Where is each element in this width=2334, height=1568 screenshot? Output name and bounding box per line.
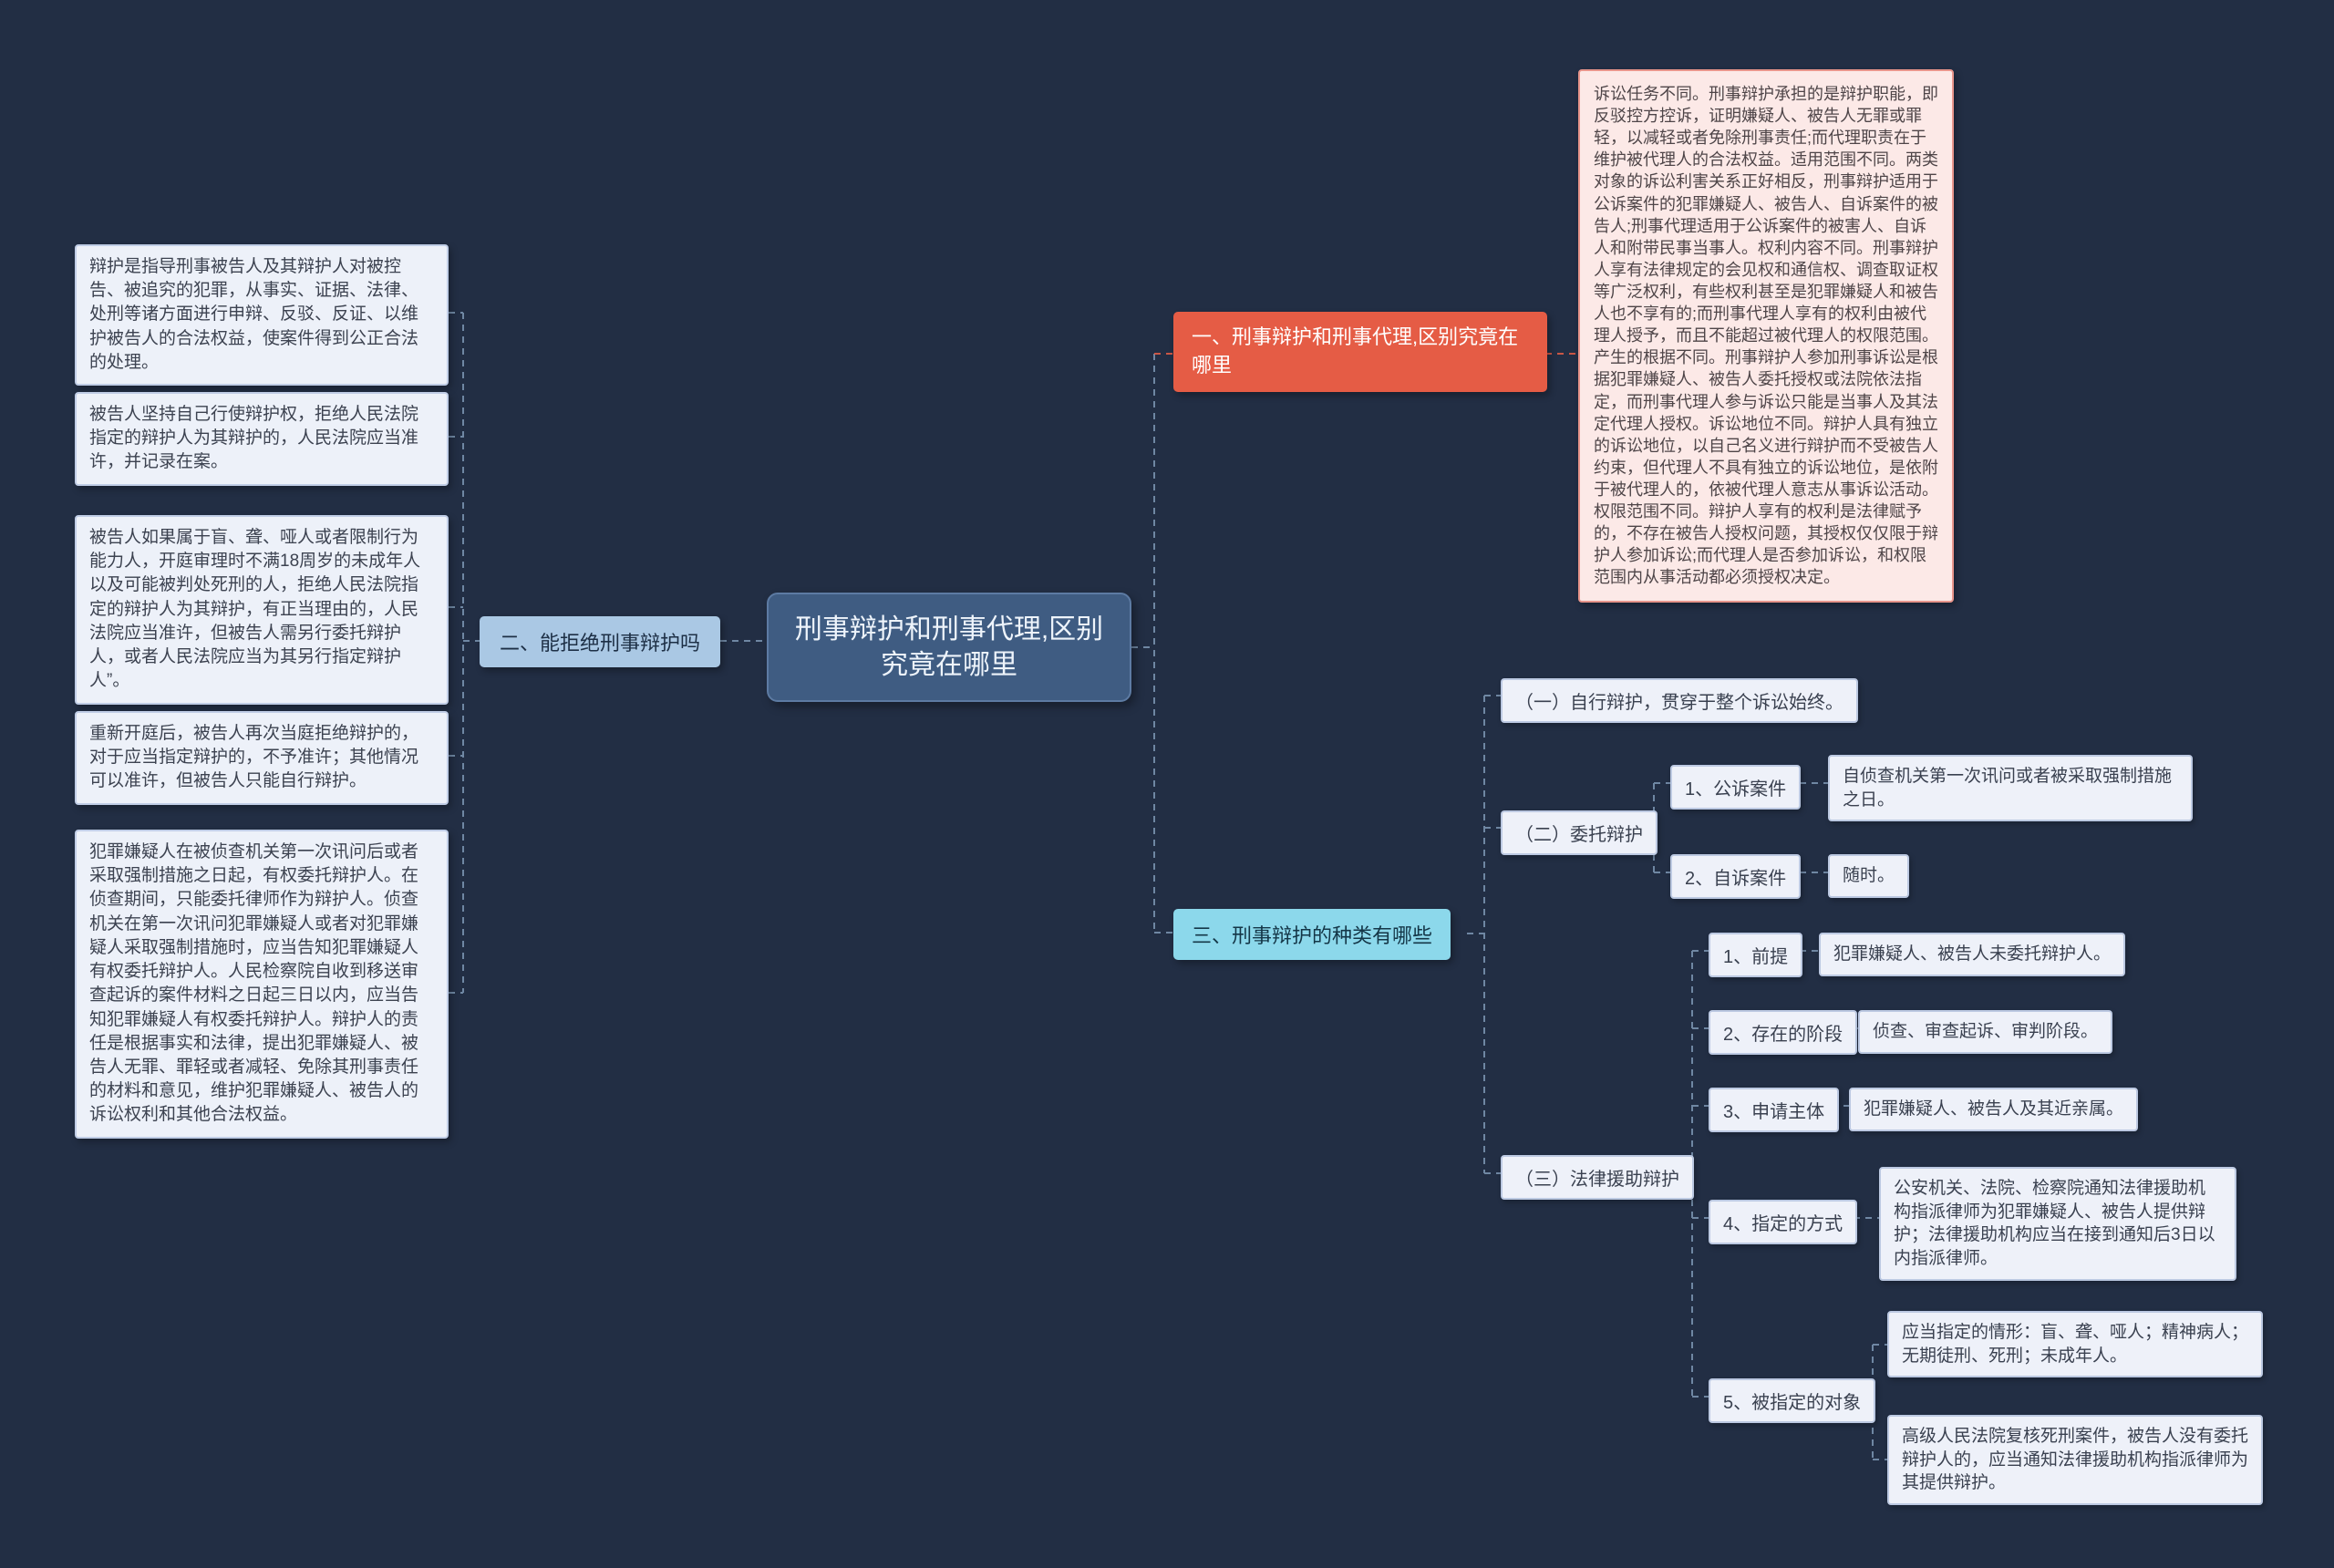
- public-case-detail[interactable]: 自侦查机关第一次讯问或者被采取强制措施之日。: [1828, 755, 2193, 822]
- legal-aid-premise-detail[interactable]: 犯罪嫌疑人、被告人未委托辩护人。: [1819, 933, 2126, 976]
- branch-two-node[interactable]: 二、能拒绝刑事辩护吗: [480, 616, 721, 667]
- branch-three-node[interactable]: 三、刑事辩护的种类有哪些: [1173, 909, 1451, 960]
- private-case-node[interactable]: 2、自诉案件: [1670, 854, 1802, 899]
- legal-aid-target-detail[interactable]: 应当指定的情形：盲、聋、哑人；精神病人；无期徒刑、死刑；未成年人。: [1887, 1311, 2263, 1378]
- note-box[interactable]: 重新开庭后，被告人再次当庭拒绝辩护的，对于应当指定辩护的，不予准许；其他情况可以…: [75, 711, 449, 805]
- legal-aid-stage-detail[interactable]: 侦查、审查起诉、审判阶段。: [1858, 1010, 2113, 1054]
- legal-aid-stage-node[interactable]: 2、存在的阶段: [1709, 1010, 1858, 1055]
- branch-one-node[interactable]: 一、刑事辩护和刑事代理,区别究竟在哪里: [1173, 312, 1547, 392]
- note-box[interactable]: 犯罪嫌疑人在被侦查机关第一次讯问后或者采取强制措施之日起，有权委托辩护人。在侦查…: [75, 830, 449, 1139]
- legal-aid-target-detail[interactable]: 高级人民法院复核死刑案件，被告人没有委托辩护人的，应当通知法律援助机构指派律师为…: [1887, 1415, 2263, 1505]
- legal-aid-premise-node[interactable]: 1、前提: [1709, 933, 1803, 977]
- legal-aid-method-node[interactable]: 4、指定的方式: [1709, 1200, 1858, 1244]
- note-box[interactable]: 被告人坚持自己行使辩护权，拒绝人民法院指定的辩护人为其辩护的，人民法院应当准许，…: [75, 392, 449, 486]
- legal-aid-applicant-node[interactable]: 3、申请主体: [1709, 1088, 1840, 1132]
- private-case-detail[interactable]: 随时。: [1828, 854, 1910, 898]
- note-box[interactable]: 辩护是指导刑事被告人及其辩护人对被控告、被追究的犯罪，从事实、证据、法律、处刑等…: [75, 244, 449, 387]
- note-box[interactable]: 被告人如果属于盲、聋、哑人或者限制行为能力人，开庭审理时不满18周岁的未成年人以…: [75, 515, 449, 705]
- public-case-node[interactable]: 1、公诉案件: [1670, 765, 1802, 810]
- root-node[interactable]: 刑事辩护和刑事代理,区别究竟在哪里: [767, 593, 1131, 702]
- branch-one-detail-box[interactable]: 诉讼任务不同。刑事辩护承担的是辩护职能，即反驳控方控诉，证明嫌疑人、被告人无罪或…: [1578, 69, 1954, 603]
- legal-aid-target-node[interactable]: 5、被指定的对象: [1709, 1378, 1876, 1423]
- legal-aid-applicant-detail[interactable]: 犯罪嫌疑人、被告人及其近亲属。: [1849, 1088, 2139, 1131]
- entrusted-defense-node[interactable]: （二）委托辩护: [1501, 810, 1658, 855]
- self-defense-node[interactable]: （一）自行辩护，贯穿于整个诉讼始终。: [1501, 678, 1858, 723]
- legal-aid-method-detail[interactable]: 公安机关、法院、检察院通知法律援助机构指派律师为犯罪嫌疑人、被告人提供辩护；法律…: [1879, 1167, 2236, 1281]
- legal-aid-node[interactable]: （三）法律援助辩护: [1501, 1155, 1694, 1200]
